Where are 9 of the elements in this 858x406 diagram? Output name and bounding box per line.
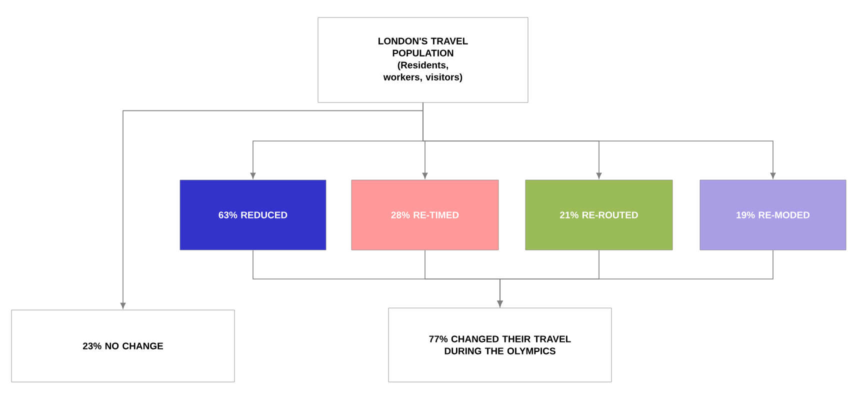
result-box: 77% CHANGED THEIR TRAVEL DURING THE OLYMPICS — [388, 308, 612, 382]
category-box: 28% RE-TIMED — [351, 180, 499, 250]
result-box: 23% NO CHANGE — [11, 310, 235, 382]
title-box: LONDON'S TRAVEL POPULATION (Residents, workers, visitors) — [318, 17, 528, 103]
category-box: 21% RE-ROUTED — [525, 180, 673, 250]
category-box: 19% RE-MODED — [700, 180, 846, 250]
category-box: 63% REDUCED — [180, 180, 326, 250]
connector-arrow — [120, 102, 424, 309]
connector-arrow — [497, 250, 774, 307]
